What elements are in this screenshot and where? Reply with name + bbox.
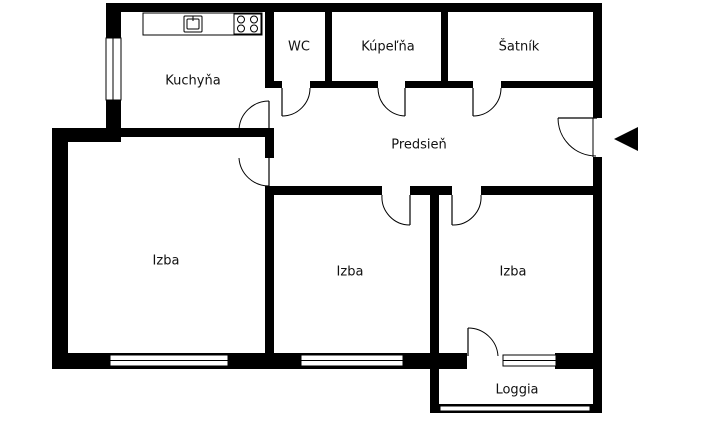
label-loggia: Loggia [495,383,538,398]
entrance-arrow-icon [614,127,638,151]
label-wc: WC [288,40,310,55]
label-room-right: Izba [500,265,527,280]
door-loggia [467,327,499,357]
wall-left [52,128,68,369]
windows [105,37,591,412]
sink-icon [183,15,203,33]
label-bathroom: Kúpeľňa [361,40,414,55]
wall-room-left-middle [265,186,274,369]
wall-bath-wardrobe [441,3,448,87]
window-room-right [502,354,557,367]
wall-service-bottom-3 [405,81,473,88]
window-loggia [439,405,591,412]
label-kitchen: Kuchyňa [165,74,220,89]
kitchen-counter [142,12,263,36]
inner-walls [106,3,602,369]
wall-kitchen-right [265,3,274,87]
wall-service-bottom-2 [310,81,378,88]
wall-hall-bottom-3 [481,186,602,195]
wall-wc-bath [325,3,332,87]
stove-icon [233,13,262,35]
doors [238,87,597,357]
label-room-left: Izba [153,254,180,269]
wall-room-middle-right [430,186,439,369]
door-wc [281,87,311,117]
wall-hall-bottom-1 [265,186,382,195]
wall-left-step [52,128,121,142]
wall-hall-left-corner [265,150,274,158]
window-room-left [109,354,229,367]
door-room-middle [381,194,411,226]
window-kitchen [105,37,122,101]
room-labels: Kuchyňa WC Kúpeľňa Šatník Predsieň Izba … [153,39,540,398]
wall-right-upper [593,3,602,118]
label-hallway: Predsieň [391,138,447,153]
window-room-middle [300,354,404,367]
wall-service-bottom-1 [265,81,282,88]
door-bathroom [377,87,406,117]
label-wardrobe: Šatník [499,39,540,55]
door-room-right [451,194,482,226]
wall-right-lower [593,157,602,412]
wall-kitchen-right-lower [265,130,274,158]
wall-service-bottom-4 [501,81,602,88]
wall-loggia-top-right [555,353,602,369]
label-room-middle: Izba [337,265,364,280]
door-wardrobe [472,87,502,117]
door-kitchen [238,100,270,131]
door-entrance [557,117,597,157]
wall-top [106,3,602,12]
door-room-left [238,157,270,187]
wall-loggia-left [430,353,439,413]
wall-kitchen-bottom [106,128,274,137]
